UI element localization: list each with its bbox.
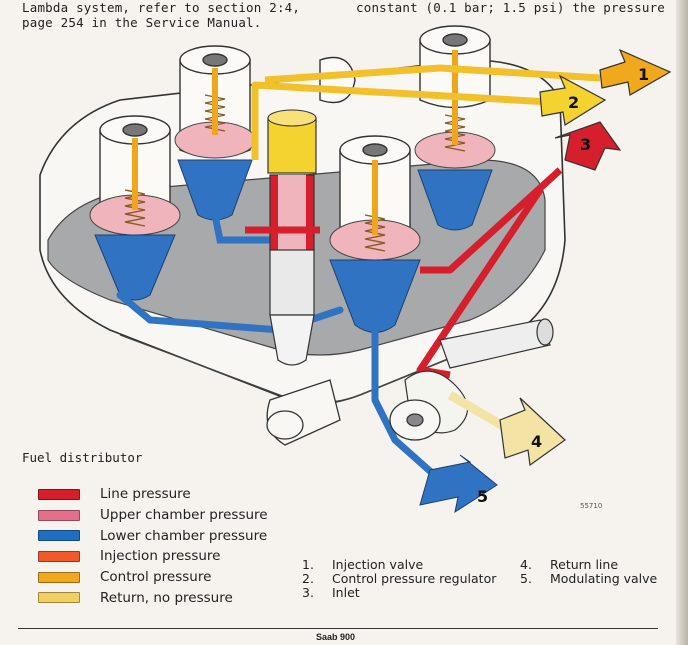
part-row: 1. Injection valve bbox=[302, 558, 496, 572]
callout-label-2: 2 bbox=[568, 93, 579, 112]
bottom-fittings bbox=[266, 379, 441, 446]
legend-swatch bbox=[38, 509, 80, 521]
legend-label: Lower chamber pressure bbox=[100, 527, 268, 544]
part-label: Modulating valve bbox=[550, 571, 658, 586]
top-left-text: Lambda system, refer to section 2:4, pag… bbox=[22, 0, 342, 30]
legend-item: Lower chamber pressure bbox=[38, 525, 268, 546]
legend-swatch bbox=[38, 488, 80, 500]
legend-label: Upper chamber pressure bbox=[100, 507, 268, 524]
part-row: 2. Control pressure regulator bbox=[302, 572, 496, 586]
part-number: 2. bbox=[302, 571, 314, 586]
legend-swatch bbox=[38, 550, 80, 562]
legend-swatch bbox=[38, 530, 80, 542]
top-right-text: constant (0.1 bar; 1.5 psi) the pressure bbox=[356, 0, 676, 15]
control-plunger bbox=[267, 109, 317, 366]
upper-chambers bbox=[89, 121, 496, 261]
legend-item: Control pressure bbox=[38, 567, 268, 588]
line-pressure-lines bbox=[245, 167, 563, 379]
callout-arrow-1: 1 bbox=[599, 48, 672, 96]
part-row: 5. Modulating valve bbox=[520, 572, 657, 586]
part-number: 5. bbox=[520, 571, 532, 586]
callout-arrow-3: 3 bbox=[554, 121, 622, 171]
legend-label: Return, no pressure bbox=[100, 589, 233, 606]
part-label: Return line bbox=[550, 557, 619, 572]
legend-swatch bbox=[38, 571, 80, 583]
text-line: page 254 in the Service Manual. bbox=[22, 15, 262, 30]
part-row: 3. Inlet bbox=[302, 586, 496, 600]
text-line: constant (0.1 bar; 1.5 psi) the pressure bbox=[356, 0, 666, 15]
figure-code: 55710 bbox=[580, 502, 603, 510]
footer-title: Saab 900 bbox=[316, 632, 356, 642]
parts-list-right: 4. Return line 5. Modulating valve bbox=[520, 558, 657, 586]
parts-list-left: 1. Injection valve 2. Control pressure reg… bbox=[302, 558, 496, 600]
part-number: 1. bbox=[302, 557, 314, 572]
callout-label-1: 1 bbox=[638, 65, 649, 84]
part-label: Control pressure regulator bbox=[332, 571, 497, 586]
legend-swatch bbox=[38, 592, 80, 604]
legend-label: Line pressure bbox=[100, 486, 191, 503]
legend-item: Line pressure bbox=[38, 484, 268, 505]
callout-arrow-4: 4 bbox=[499, 397, 566, 467]
callout-label-4: 4 bbox=[531, 432, 542, 451]
callout-arrow-2: 2 bbox=[539, 74, 607, 126]
lower-chambers bbox=[94, 159, 493, 333]
legend-label: Injection pressure bbox=[100, 548, 221, 565]
legend-item: Injection pressure bbox=[38, 546, 268, 567]
footer-rule bbox=[18, 628, 658, 629]
part-number: 3. bbox=[302, 585, 314, 600]
text-line: Lambda system, refer to section 2:4, bbox=[22, 0, 301, 15]
modulating-valve-arrow bbox=[419, 454, 498, 514]
callout-label-3: 3 bbox=[580, 135, 591, 154]
part-label: Injection valve bbox=[332, 557, 424, 572]
control-pressure-lines bbox=[251, 64, 601, 160]
callout-label-5: 5 bbox=[477, 487, 488, 506]
legend-item: Upper chamber pressure bbox=[38, 505, 268, 526]
legend-label: Control pressure bbox=[100, 569, 212, 586]
legend-item: Return, no pressure bbox=[38, 587, 268, 608]
part-number: 4. bbox=[520, 557, 532, 572]
part-row: 4. Return line bbox=[520, 558, 657, 572]
figure-caption: Fuel distributor bbox=[22, 450, 143, 465]
part-label: Inlet bbox=[332, 585, 360, 600]
page-edge-shadow bbox=[676, 0, 688, 645]
